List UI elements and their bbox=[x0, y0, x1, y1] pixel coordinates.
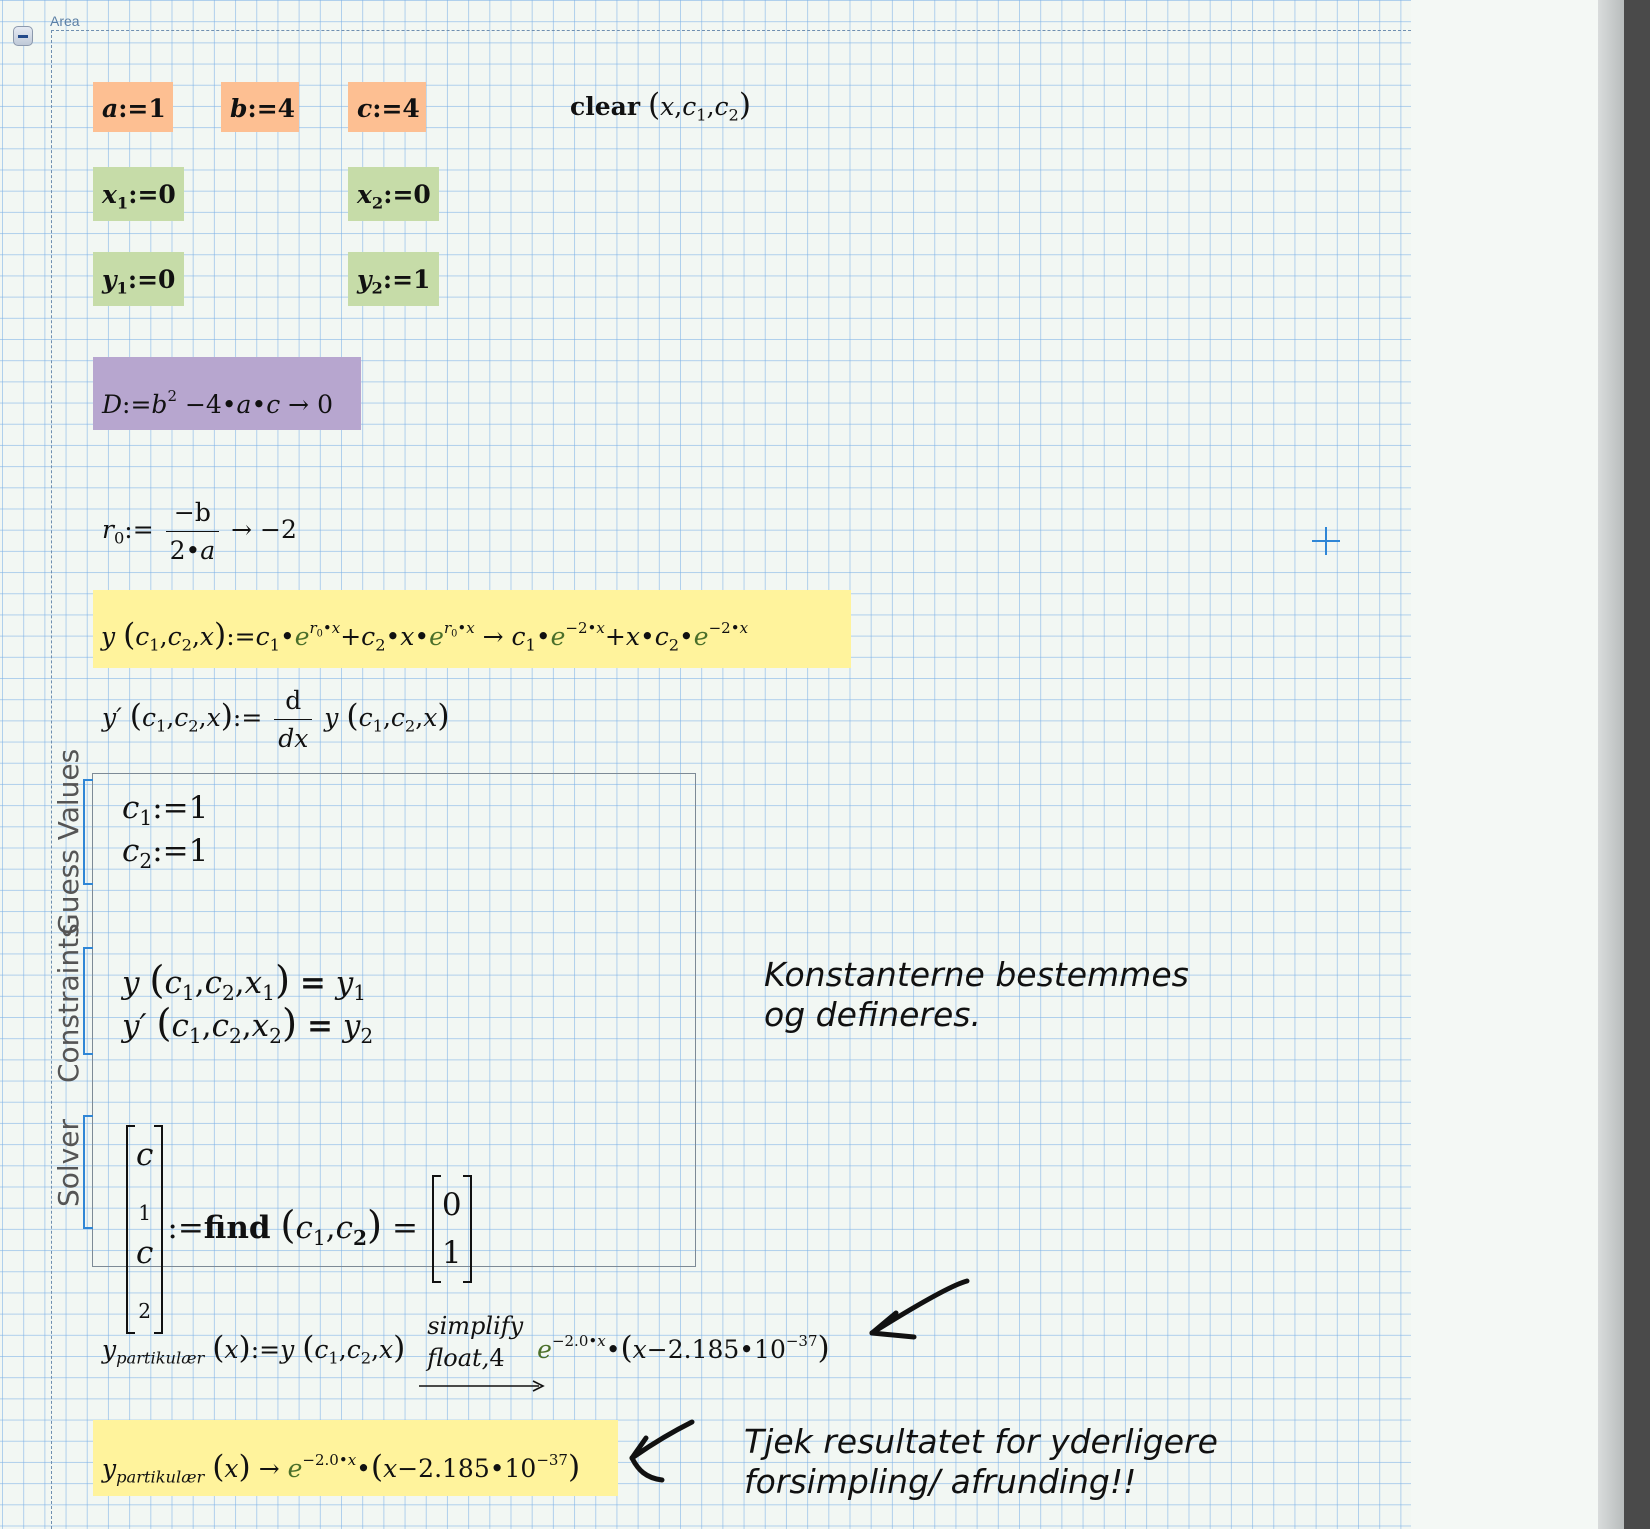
scroll-gutter[interactable] bbox=[1624, 0, 1650, 1529]
symbolic-keywords[interactable]: simplify float,4 bbox=[419, 1310, 546, 1393]
solver-bracket bbox=[83, 1115, 93, 1229]
assign-op: := bbox=[118, 94, 149, 123]
guess-bracket bbox=[83, 779, 93, 885]
var-c: c bbox=[357, 94, 373, 123]
note-check-result[interactable]: Tjek resultatet for yderligere forsimpli… bbox=[744, 1422, 1218, 1501]
note-constants[interactable]: Konstanterne bestemmes og defineres. bbox=[764, 955, 1189, 1034]
def-y2[interactable]: y2:=1 bbox=[348, 252, 439, 306]
guess-c1[interactable]: c1:=1 bbox=[122, 790, 209, 831]
def-c[interactable]: c:=4 bbox=[348, 82, 426, 132]
guess-values-label: Guess Values bbox=[52, 748, 85, 935]
fraction-r0: −b 2•a bbox=[165, 500, 220, 563]
collapse-area-button[interactable] bbox=[13, 26, 33, 46]
constraint-2[interactable]: y′ (c1,c2,x2) = y2 bbox=[122, 1001, 374, 1049]
def-a[interactable]: a:=1 bbox=[93, 82, 173, 132]
right-margin bbox=[1411, 0, 1624, 1529]
val-c: 4 bbox=[402, 94, 420, 123]
var-b: b bbox=[230, 94, 248, 123]
def-b[interactable]: b:=4 bbox=[221, 82, 299, 132]
def-r0[interactable]: r0:= −b 2•a → −2 bbox=[102, 498, 297, 565]
area-left-border bbox=[51, 30, 52, 1529]
area-top-border bbox=[51, 30, 1411, 31]
constraints-bracket bbox=[83, 947, 93, 1055]
hand-drawn-arrow-lower bbox=[629, 1419, 695, 1483]
hand-drawn-arrow-upper bbox=[869, 1278, 970, 1340]
insertion-cursor-icon bbox=[1312, 527, 1340, 555]
assign-op: := bbox=[372, 94, 403, 123]
var-a: a bbox=[102, 94, 119, 123]
def-discriminant[interactable]: D:=b2 −4•a•c → 0 bbox=[93, 357, 361, 430]
minus-icon bbox=[18, 35, 28, 38]
val-b: 4 bbox=[277, 94, 296, 123]
eval-y-particular[interactable]: ypartikulær (x) → e−2.0•x•(x−2.185•10−37… bbox=[93, 1420, 618, 1496]
guess-c2[interactable]: c2:=1 bbox=[122, 833, 209, 874]
clear-expression[interactable]: clear (x,c1,c2) bbox=[570, 87, 752, 125]
symbolic-arrow bbox=[419, 1379, 546, 1393]
def-y-particular[interactable]: ypartikulær (x):=y (c1,c2,x) simplify fl… bbox=[102, 1310, 830, 1393]
result-vector: 0 1 bbox=[431, 1175, 472, 1284]
clear-fn: clear bbox=[570, 92, 640, 121]
area-label: Area bbox=[50, 13, 80, 29]
constraint-1[interactable]: y (c1,c2,x1) = y1 bbox=[122, 958, 367, 1006]
def-y-function[interactable]: y (c1,c2,x):=c1•er0•x+c2•x•er0•x → c1•e−… bbox=[93, 590, 851, 668]
solver-label: Solver bbox=[52, 1119, 85, 1207]
def-x2[interactable]: x2:=0 bbox=[348, 167, 439, 221]
val-a: 1 bbox=[148, 94, 166, 123]
def-y1[interactable]: y1:=0 bbox=[93, 252, 184, 306]
solve-block[interactable] bbox=[92, 773, 696, 1267]
page-edge-shadow bbox=[1598, 0, 1624, 1529]
def-x1[interactable]: x1:=0 bbox=[93, 167, 184, 221]
assign-op: := bbox=[247, 94, 278, 123]
constraints-label: Constraints bbox=[52, 923, 85, 1083]
def-y-prime[interactable]: y′ (c1,c2,x):= d dx y (c1,c2,x) bbox=[102, 686, 450, 753]
derivative-operator: d dx bbox=[274, 688, 313, 751]
